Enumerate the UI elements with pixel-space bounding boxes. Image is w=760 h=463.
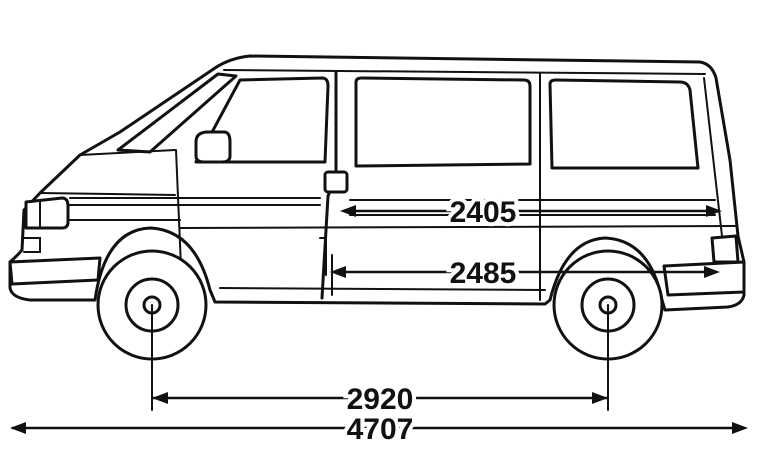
side-mirror [194,130,232,164]
rear-bumper [662,260,746,297]
rear-light [710,234,740,264]
dimension-wheelbase: 2920 [151,304,609,420]
dimension-label-2405: 2405 [450,196,517,229]
front-bumper [8,256,102,286]
dimension-label-2485: 2485 [450,257,517,290]
dimension-label-2920: 2920 [347,383,414,416]
dimension-interior-lower: 2485 [330,253,720,296]
dimension-label-4707: 4707 [347,413,414,446]
rear-side-window [548,78,700,170]
sliding-door-window [354,76,532,168]
van-body [8,54,746,312]
dimension-interior-upper: 2405 [340,192,722,233]
door-handle [323,170,349,194]
headlight [24,196,70,230]
dimension-overall-length: 4707 [10,409,748,450]
